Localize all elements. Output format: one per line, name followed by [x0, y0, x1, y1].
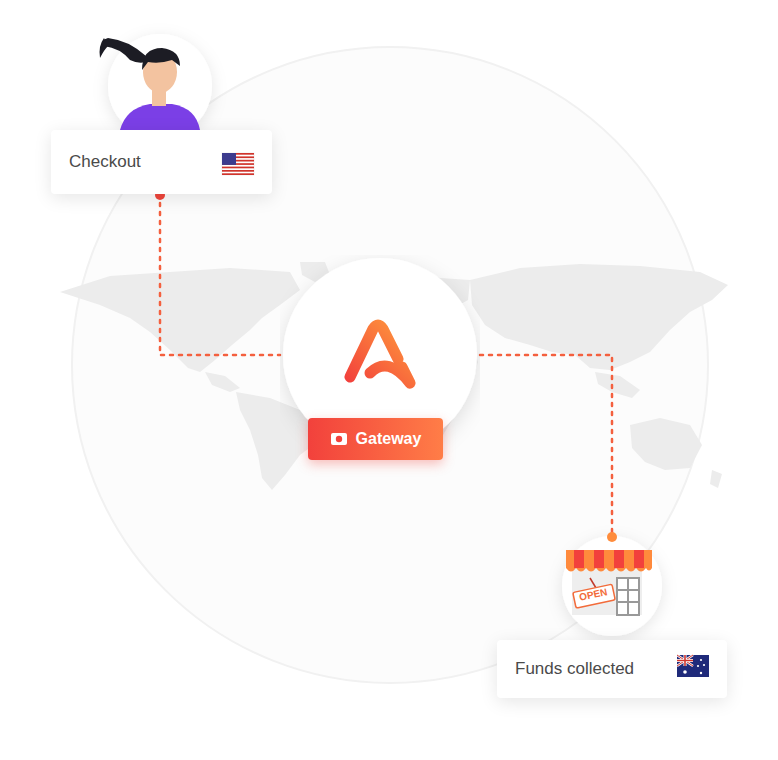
info-card: Checkout	[51, 130, 272, 194]
card-label: Funds collected	[515, 659, 634, 679]
card-panel: Funds collected	[497, 640, 727, 698]
connector-path	[160, 194, 280, 355]
customer-avatar	[100, 34, 213, 138]
dotted-connector	[480, 355, 612, 535]
card-label: Checkout	[69, 152, 141, 172]
pill-label: Gateway	[356, 430, 422, 448]
gateway-pill: Gateway	[308, 418, 443, 460]
end-dot	[607, 532, 617, 542]
connector-path	[480, 355, 612, 535]
info-card: Funds collected	[497, 535, 727, 698]
gateway-logo	[350, 325, 410, 383]
store-icon	[562, 536, 662, 636]
cash-icon	[330, 432, 348, 446]
dotted-connector	[160, 194, 280, 355]
gateway-node: Gateway	[280, 255, 480, 461]
